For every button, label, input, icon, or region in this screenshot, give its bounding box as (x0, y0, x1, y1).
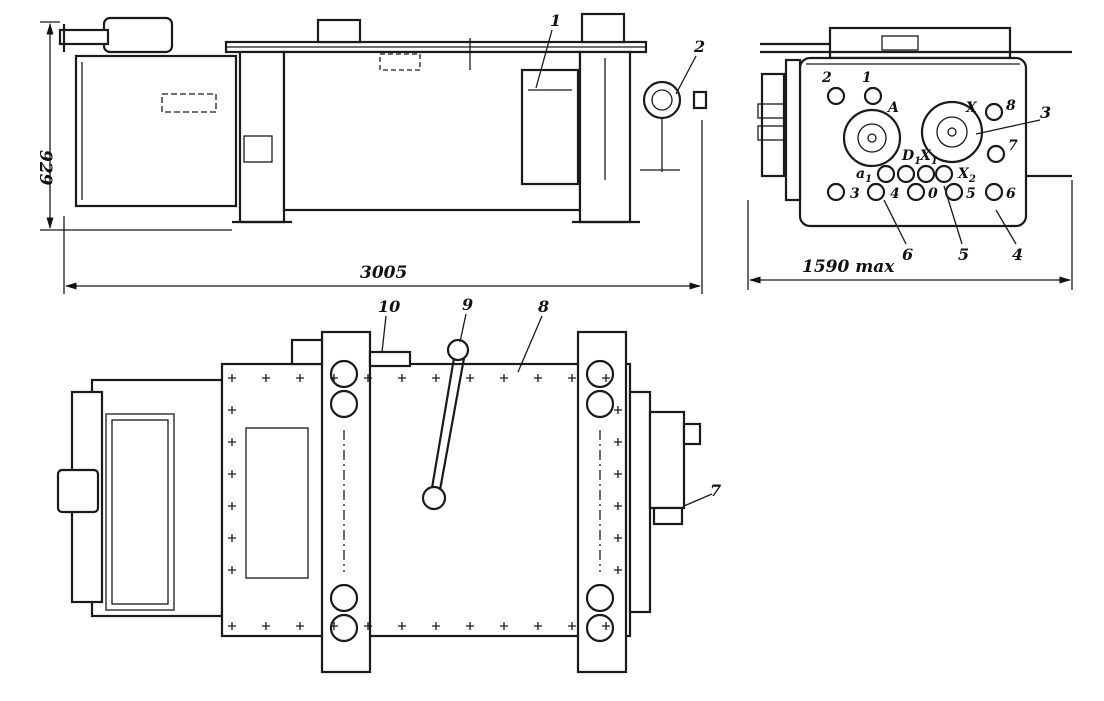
fastener-mark (296, 622, 304, 630)
fastener-mark (398, 374, 406, 382)
callout-5: 5 (958, 245, 969, 264)
fastener-mark (614, 502, 622, 510)
fastener-mark (364, 374, 372, 382)
port-label-5: 5 (966, 186, 976, 202)
leader-lines-front (535, 29, 697, 95)
port-label-a1-sub: 1 (865, 174, 872, 185)
fastener-mark (534, 622, 542, 630)
port-label-7: 7 (1008, 138, 1018, 154)
fastener-mark (296, 374, 304, 382)
end-view (757, 26, 1072, 228)
leader-lines-end (883, 119, 1041, 245)
port-label-d1: D1 (901, 148, 921, 167)
fastener-mark (228, 438, 236, 446)
fastener-mark (228, 622, 236, 630)
fastener-mark (534, 374, 542, 382)
callout-8: 8 (537, 297, 549, 316)
port-label-x2-sub: 2 (968, 174, 976, 185)
port-label-6: 6 (1006, 186, 1016, 202)
fastener-mark (228, 406, 236, 414)
port-label-x1-main: X (919, 148, 932, 164)
dimension-lines-front (40, 21, 703, 294)
port-label-d: D (901, 148, 915, 164)
port-label-x1: X1 (919, 148, 938, 167)
callout-10: 10 (378, 297, 400, 316)
callout-9: 9 (462, 295, 473, 314)
fastener-mark (614, 406, 622, 414)
leader-lines-plan (381, 313, 713, 507)
callout-7: 7 (710, 481, 721, 500)
callout-4: 4 (1012, 245, 1023, 264)
dim-width: 1590 max (802, 257, 895, 277)
callout-3: 3 (1040, 103, 1051, 122)
port-label-0: 0 (928, 186, 938, 202)
port-label-1: 1 (862, 70, 872, 86)
fastener-mark (228, 534, 236, 542)
port-label-x1-sub: 1 (931, 156, 938, 167)
port-label-2: 2 (821, 70, 832, 86)
fastener-mark (330, 374, 338, 382)
port-label-x2-main: X (957, 166, 970, 182)
fastener-mark (262, 374, 270, 382)
port-label-x2: X2 (957, 166, 976, 185)
fastener-mark (262, 622, 270, 630)
fastener-mark (568, 374, 576, 382)
callout-6: 6 (902, 245, 913, 264)
fastener-marks (228, 374, 622, 630)
fastener-mark (228, 470, 236, 478)
front-view (58, 12, 708, 224)
fastener-mark (330, 622, 338, 630)
fastener-mark (602, 622, 610, 630)
port-label-x: X (965, 100, 978, 116)
fastener-mark (432, 374, 440, 382)
port-label-a1: a1 (856, 166, 872, 185)
dim-overall-length: 3005 (360, 263, 407, 283)
port-label-4: 4 (890, 186, 900, 202)
port-label-3: 3 (850, 186, 860, 202)
port-label-a: A (886, 100, 899, 116)
fastener-mark (364, 622, 372, 630)
fastener-mark (614, 566, 622, 574)
plan-view (56, 330, 702, 674)
fastener-mark (602, 374, 610, 382)
port-label-d-sub: 1 (914, 156, 921, 167)
fastener-mark (500, 622, 508, 630)
fastener-mark (614, 438, 622, 446)
fastener-mark (432, 622, 440, 630)
fastener-mark (614, 534, 622, 542)
dim-height: 929 (35, 150, 55, 186)
dimension-lines-end (747, 180, 1073, 290)
port-label-a1-main: a (856, 166, 865, 182)
fastener-mark (228, 502, 236, 510)
fastener-mark (466, 374, 474, 382)
fastener-mark (228, 374, 236, 382)
fastener-mark (614, 470, 622, 478)
fastener-mark (466, 622, 474, 630)
callout-2: 2 (693, 37, 705, 56)
callout-1: 1 (550, 11, 561, 30)
fastener-mark (500, 374, 508, 382)
fastener-mark (398, 622, 406, 630)
fastener-mark (228, 566, 236, 574)
fastener-mark (568, 622, 576, 630)
port-label-8: 8 (1006, 98, 1016, 114)
